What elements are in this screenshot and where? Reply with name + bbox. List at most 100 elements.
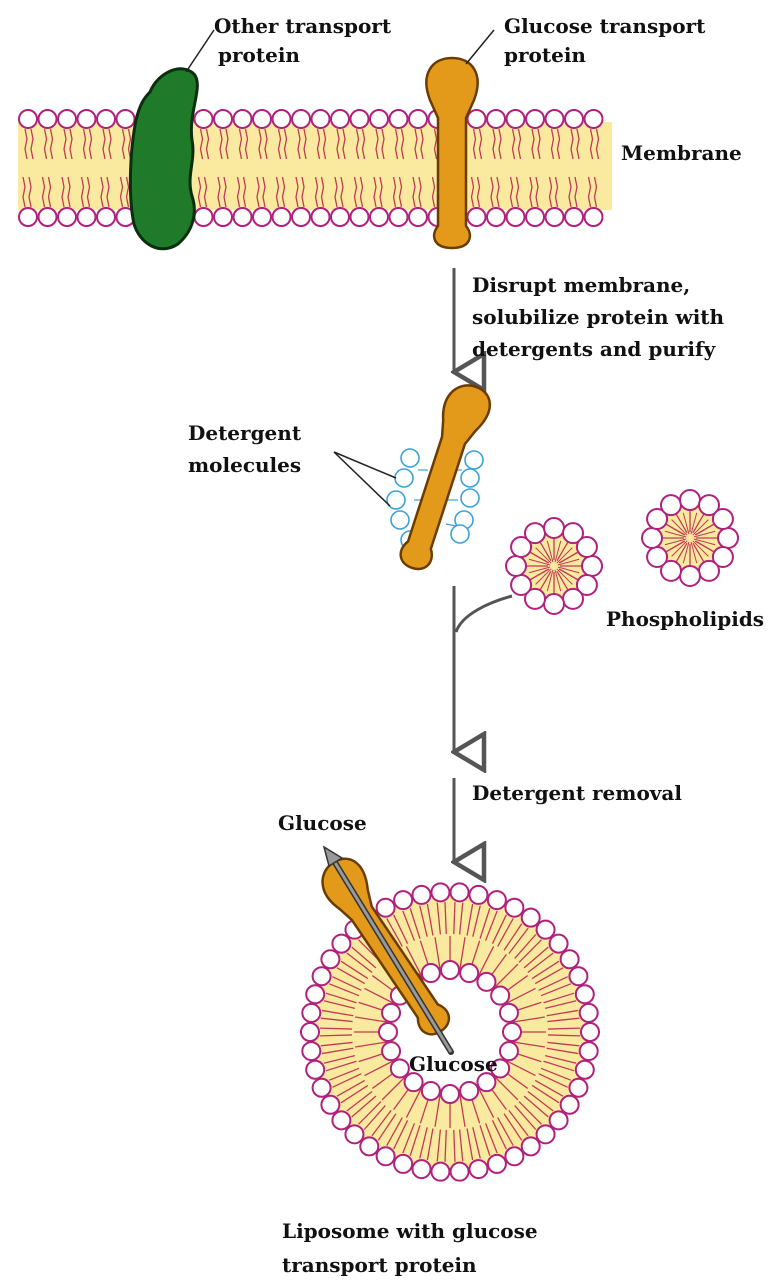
lipid-head [292, 208, 310, 226]
lipid-head [565, 110, 583, 128]
lipid-head [451, 1163, 469, 1181]
lipid-head [394, 1155, 412, 1173]
lipid-head [234, 110, 252, 128]
glucose-protein-label-line2: protein [504, 43, 586, 67]
lipid-head [19, 208, 37, 226]
lipid-head [469, 1160, 487, 1178]
phospholipid-micelle-1 [506, 518, 602, 614]
lipid-head [382, 1042, 400, 1060]
lipid-head [253, 208, 271, 226]
lipid-head [214, 208, 232, 226]
liposome [301, 883, 599, 1180]
lipid-head [488, 1155, 506, 1173]
micelle-head [680, 490, 700, 510]
lipid-head [331, 110, 349, 128]
lipid-head [546, 208, 564, 226]
lipid-head [460, 1082, 478, 1100]
detergent-head [401, 449, 419, 467]
glucose-protein-label-line1: Glucose transport [504, 14, 706, 38]
liposome-label-line1: Liposome with glucose [282, 1219, 538, 1243]
lipid-head [488, 891, 506, 909]
lipid-head [522, 909, 540, 927]
lipid-head [234, 208, 252, 226]
lipid-head [302, 1004, 320, 1022]
detergent-tail [446, 524, 456, 526]
lipid-head [382, 1004, 400, 1022]
lipid-head [97, 110, 115, 128]
lipid-head [569, 1079, 587, 1097]
lipid-head [526, 110, 544, 128]
lipid-head [39, 208, 57, 226]
lipid-head [505, 1147, 523, 1165]
lipid-head [313, 967, 331, 985]
lipid-head [394, 891, 412, 909]
step1-label-line1: Disrupt membrane, [472, 273, 690, 297]
lipid-head [491, 987, 509, 1005]
detergent-head [391, 511, 409, 529]
lipid-head [273, 208, 291, 226]
lipid-head [58, 110, 76, 128]
other-protein-label-line1: Other transport [214, 14, 392, 38]
micelle-head [718, 528, 738, 548]
lipid-head [117, 110, 135, 128]
lipid-head [351, 110, 369, 128]
lipid-head [58, 208, 76, 226]
step1-label-line3: detergents and purify [472, 337, 717, 361]
lipid-head [487, 110, 505, 128]
lipid-head [390, 208, 408, 226]
lipid-head [332, 1111, 350, 1129]
lipid-head [321, 1096, 339, 1114]
lipid-head [561, 950, 579, 968]
lipid-head [576, 1061, 594, 1079]
lipid-head [379, 1023, 397, 1041]
other-protein-leader [186, 30, 214, 72]
lipid-head [500, 1004, 518, 1022]
lipid-head [78, 208, 96, 226]
lipid-head [569, 967, 587, 985]
lipid-head [409, 110, 427, 128]
other-protein-label-line2: protein [218, 43, 300, 67]
lipid-head [273, 110, 291, 128]
lipid-head [306, 985, 324, 1003]
lipid-head [422, 1082, 440, 1100]
lipid-head [580, 1042, 598, 1060]
micelle-head [680, 566, 700, 586]
lipid-head [331, 208, 349, 226]
lipid-head [441, 961, 459, 979]
lipid-head [306, 1061, 324, 1079]
lipid-head [581, 1023, 599, 1041]
lipid-head [214, 110, 232, 128]
micelle-head [563, 589, 583, 609]
detergent-head [465, 451, 483, 469]
lipid-head [195, 208, 213, 226]
lipid-head [370, 208, 388, 226]
lipid-head [550, 1111, 568, 1129]
lipid-head [292, 110, 310, 128]
lipid-head [469, 886, 487, 904]
lipid-head [537, 1125, 555, 1143]
micelle-head [577, 537, 597, 557]
lipid-head [370, 110, 388, 128]
micelle-head [506, 556, 526, 576]
lipid-head [377, 1147, 395, 1165]
lipid-head [390, 110, 408, 128]
micelle-head [525, 523, 545, 543]
detergent-label-line1: Detergent [188, 421, 302, 445]
step1-label-line2: solubilize protein with [472, 305, 725, 329]
glucose-protein-leader [466, 30, 494, 64]
lipid-head [253, 110, 271, 128]
lipid-head [522, 1137, 540, 1155]
micelle-head [661, 495, 681, 515]
lipid-head [332, 935, 350, 953]
micelle-head [713, 509, 733, 529]
lipid-head [377, 899, 395, 917]
lipid-head [391, 1059, 409, 1077]
lipid-head [351, 208, 369, 226]
lipid-head [546, 110, 564, 128]
lipid-head [537, 921, 555, 939]
phospholipids-label: Phospholipids [606, 607, 764, 631]
micelle-head [582, 556, 602, 576]
lipid-head [431, 1163, 449, 1181]
lipid-head [477, 973, 495, 991]
